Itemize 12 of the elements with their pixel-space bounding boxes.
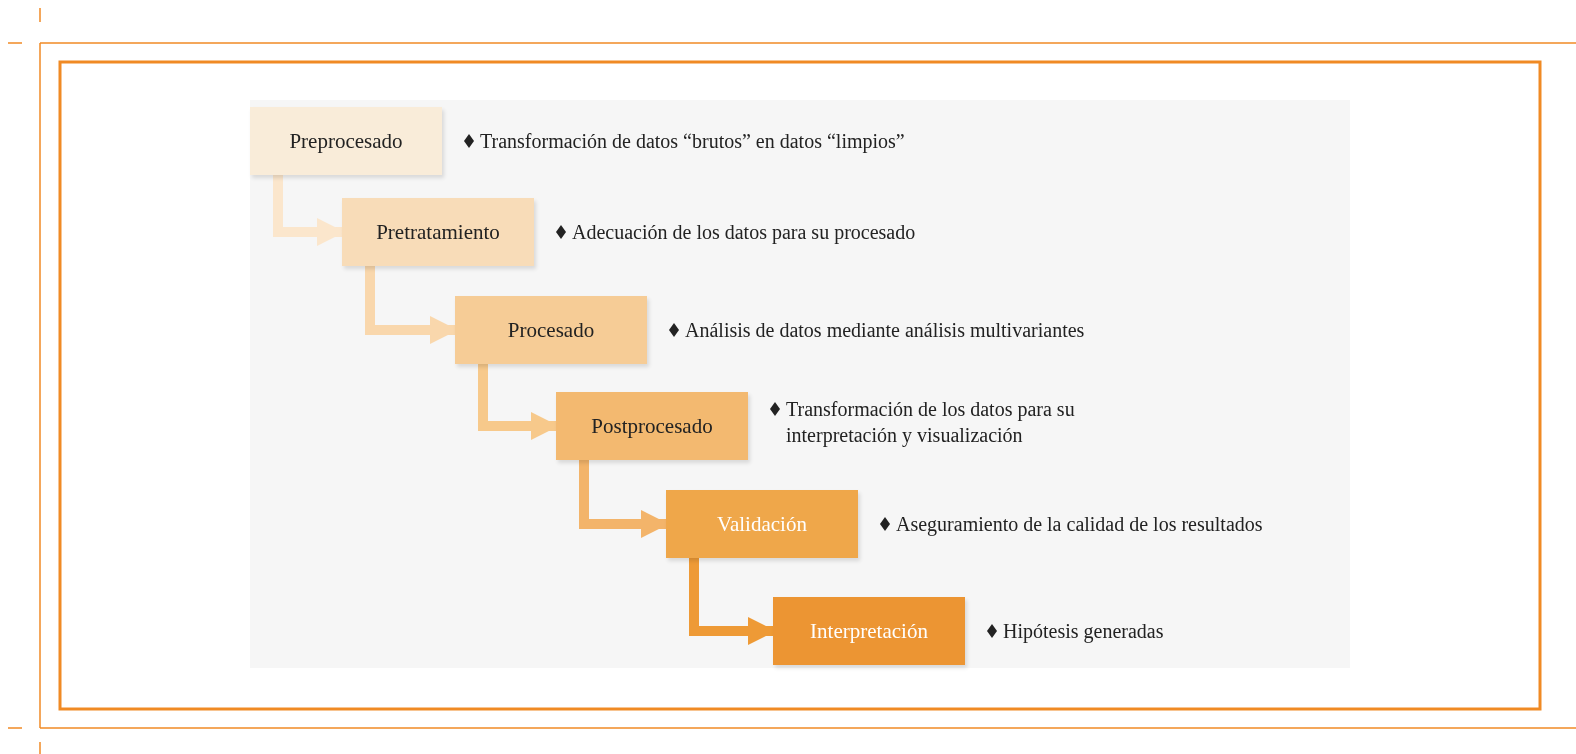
description-text: Transformación de datos “brutos” en datos “limpios” [480, 129, 905, 154]
step-label: Postprocesado [591, 413, 713, 439]
description-text: Análisis de datos mediante análisis multivariantes [685, 318, 1085, 343]
description-text: Adecuación de los datos para su procesado [572, 220, 916, 245]
step-label: Preprocesado [289, 128, 403, 154]
step-label: Pretratamiento [376, 219, 500, 245]
step-label: Validación [717, 511, 807, 537]
description-text: Aseguramiento de la calidad de los resultados [896, 512, 1263, 537]
step-label: Procesado [507, 317, 595, 343]
description-text: Transformación de los datos para su interpretación y visualización [786, 397, 1076, 448]
step-label: Interpretación [810, 618, 928, 644]
description-text: Hipótesis generadas [1003, 619, 1164, 644]
